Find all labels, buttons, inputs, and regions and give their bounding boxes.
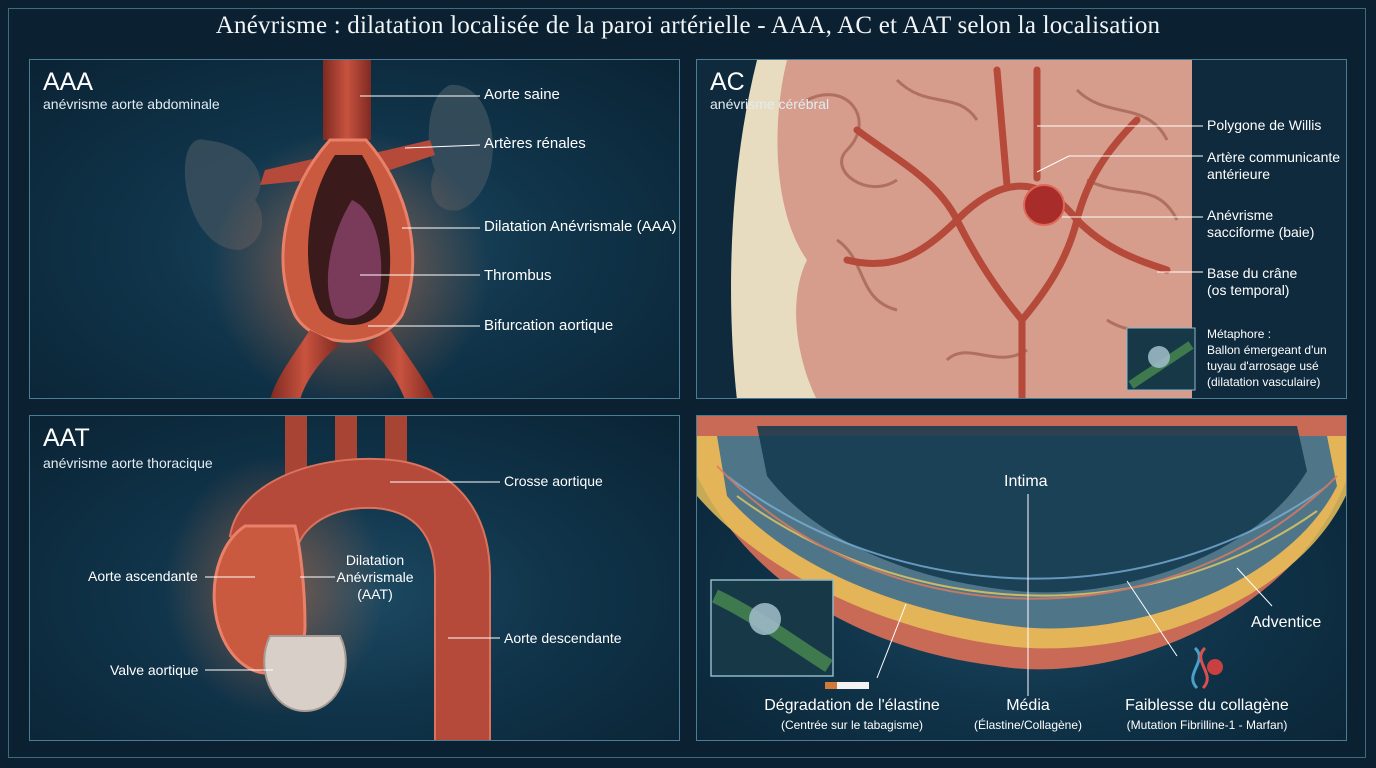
panel-aaa: AAA anévrisme aorte abdominale Aorte sai… — [29, 59, 680, 399]
label-adventice: Adventice — [1251, 614, 1322, 631]
label-thrombus: Thrombus — [484, 267, 552, 284]
label-aorte-saine: Aorte saine — [484, 86, 560, 103]
metaphor-line: tuyau d'arrosage usé — [1207, 359, 1319, 373]
label-artere-communicante: Artère communicante — [1207, 149, 1341, 165]
metaphor-line: (dilatation vasculaire) — [1207, 375, 1321, 389]
cigarette-icon — [825, 682, 869, 689]
panel-title: AAT — [43, 424, 90, 452]
label-aat: (AAT) — [357, 586, 393, 602]
panel-ac: AC anévrisme cérébral Polygone de Willis… — [696, 59, 1347, 399]
label-aorte-descendante: Aorte descendante — [504, 630, 622, 646]
label-aorte-ascendante: Aorte ascendante — [88, 568, 198, 584]
page-title: Anévrisme : dilatation localisée de la p… — [215, 12, 1161, 39]
label-media: Média — [1006, 697, 1050, 714]
metaphor-line: Ballon émergeant d'un — [1207, 343, 1327, 357]
panel-subtitle: anévrisme aorte thoracique — [43, 455, 213, 471]
label-degradation-elastine: Dégradation de l'élastine — [764, 697, 940, 714]
aaa-illustration — [184, 60, 493, 398]
label-media-sub: (Élastine/Collagène) — [973, 718, 1083, 732]
metaphor-heading: Métaphore : — [1207, 327, 1272, 341]
label-bifurcation: Bifurcation aortique — [484, 317, 614, 334]
label-intima: Intima — [1004, 473, 1048, 490]
panel-arterial-wall: Intima Adventice Dégradation de l'élasti… — [696, 415, 1347, 741]
panel-title: AC — [710, 68, 745, 96]
label-dilatation-aaa: Dilatation Anévrismale (AAA) — [484, 218, 677, 235]
label-collagene-sub: (Mutation Fibrilline-1 - Marfan) — [1126, 718, 1288, 732]
label-faiblesse-collagene: Faiblesse du collagène — [1125, 697, 1289, 714]
label-sacciforme: sacciforme (baie) — [1207, 224, 1315, 240]
label-os-temporal: (os temporal) — [1207, 282, 1290, 298]
panel-aat: AAT anévrisme aorte thoracique Crosse ao… — [29, 415, 680, 741]
outer-frame — [8, 8, 1366, 758]
label-base-crane: Base du crâne — [1207, 265, 1298, 281]
aat-illustration — [165, 416, 500, 740]
label-elastine-sub: (Centrée sur le tabagisme) — [780, 718, 924, 732]
label-anevrisme: Anévrisme — [1207, 207, 1274, 223]
panel-title: AAA — [43, 68, 94, 96]
label-arteres-renales: Artères rénales — [484, 135, 586, 152]
label-dilatation: Dilatation — [345, 552, 405, 568]
label-anevrismale: Anévrismale — [336, 569, 414, 585]
arterial-wall-illustration — [697, 416, 1346, 696]
label-crosse-aortique: Crosse aortique — [504, 473, 603, 489]
label-valve-aortique: Valve aortique — [110, 662, 199, 678]
panel-subtitle: anévrisme aorte abdominale — [43, 96, 220, 112]
panel-subtitle: anévrisme cérébral — [710, 96, 830, 112]
label-anterieure: antérieure — [1207, 166, 1271, 182]
label-polygone-willis: Polygone de Willis — [1207, 117, 1322, 133]
ac-illustration — [697, 60, 1346, 398]
